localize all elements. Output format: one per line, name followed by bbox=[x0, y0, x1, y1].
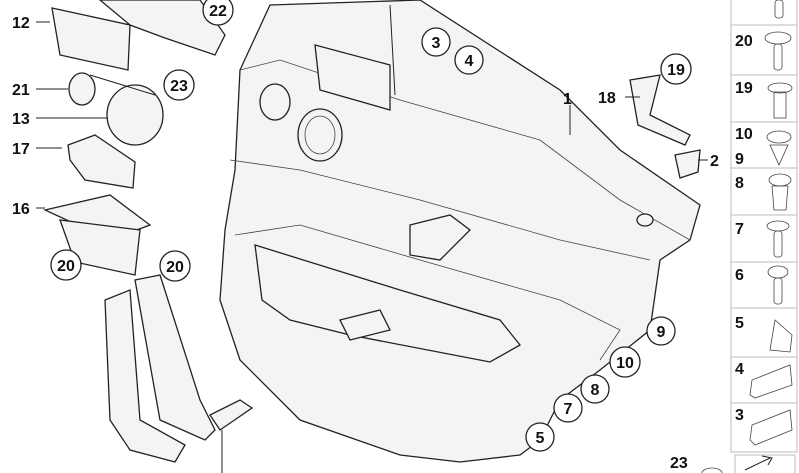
label-9: 9 bbox=[657, 324, 666, 341]
label-22: 22 bbox=[209, 3, 227, 20]
panel-label-4: 4 bbox=[735, 361, 744, 378]
panel-label-7: 7 bbox=[735, 221, 744, 238]
label-19: 19 bbox=[667, 62, 685, 79]
left-parts bbox=[43, 0, 701, 463]
panel-label-5: 5 bbox=[735, 315, 744, 332]
label-5: 5 bbox=[536, 430, 545, 447]
panel-label-19: 19 bbox=[735, 80, 753, 97]
label-23: 23 bbox=[170, 78, 188, 95]
panel-label-6: 6 bbox=[735, 267, 744, 284]
label-20: 20 bbox=[166, 259, 184, 276]
door-trim-panel bbox=[219, 0, 701, 463]
label-12: 12 bbox=[12, 15, 30, 32]
label-8: 8 bbox=[591, 382, 600, 399]
panel-label-9: 9 bbox=[735, 151, 744, 168]
panel-label-20: 20 bbox=[735, 33, 753, 50]
panel-label-10: 10 bbox=[735, 126, 753, 143]
leader-lines bbox=[36, 4, 708, 473]
label-2: 2 bbox=[710, 153, 719, 170]
label-18: 18 bbox=[598, 90, 616, 107]
fastener-panel bbox=[730, 0, 798, 473]
circled-labels: 22 23 3 4 19 20 20 9 10 8 7 5 bbox=[50, 0, 692, 452]
panel-label-3: 3 bbox=[735, 407, 744, 424]
label-17: 17 bbox=[12, 141, 30, 158]
label-3: 3 bbox=[432, 35, 441, 52]
panel-label-8: 8 bbox=[735, 175, 744, 192]
label-13: 13 bbox=[12, 111, 30, 128]
label-10: 10 bbox=[616, 355, 634, 372]
fastener-labels: 20 19 10 9 8 7 6 5 4 3 23 bbox=[670, 33, 773, 473]
label-7: 7 bbox=[564, 401, 573, 418]
label-16: 16 bbox=[12, 201, 30, 218]
bottom-label-23: 23 bbox=[670, 455, 688, 472]
label-21: 21 bbox=[12, 82, 30, 99]
label-20: 20 bbox=[57, 258, 75, 275]
label-1: 1 bbox=[563, 91, 572, 108]
label-4: 4 bbox=[465, 53, 474, 70]
